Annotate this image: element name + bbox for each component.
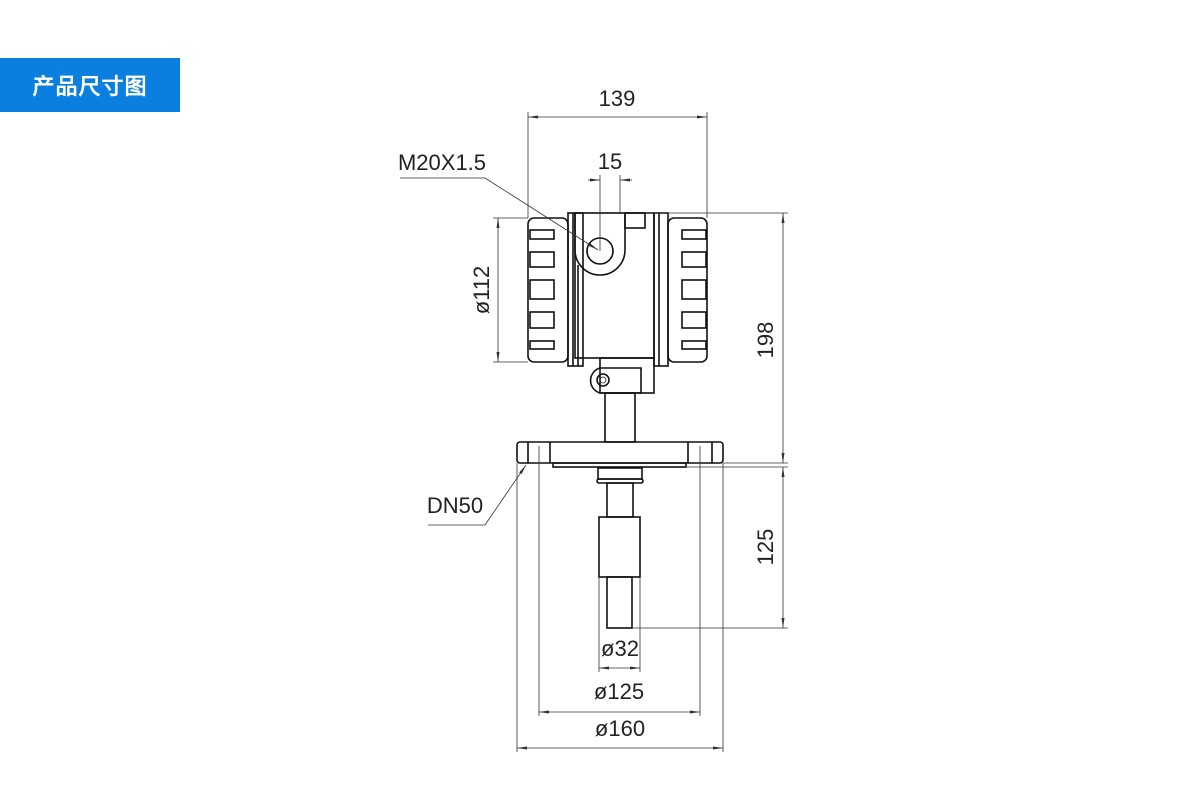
- dim-overall-width: 139: [599, 86, 636, 111]
- dim-bolt-circle-diameter: ø125: [594, 679, 644, 704]
- dim-thread-spec: M20X1.5: [398, 150, 486, 175]
- dim-housing-height: 198: [753, 322, 778, 359]
- transmitter-housing: [527, 212, 708, 443]
- dim-probe-length: 125: [753, 529, 778, 566]
- cover-fins-right: [681, 229, 707, 350]
- dim-probe-diameter: ø32: [601, 636, 639, 661]
- dim-cover-diameter: ø112: [469, 266, 494, 315]
- dim-flange-diameter: ø160: [595, 716, 645, 741]
- dim-flange-size: DN50: [427, 493, 483, 518]
- dim-thread-spacing: 15: [598, 149, 622, 174]
- section-title-banner: 产品尺寸图: [0, 58, 180, 112]
- flange-and-probe: [516, 441, 724, 629]
- ground-bolt-icon: [596, 373, 610, 387]
- dimension-labels: 139 15 M20X1.5 ø112 198 DN50 125 ø32 ø12…: [398, 86, 778, 741]
- cover-fins-left: [529, 229, 555, 350]
- dimension-lines: [400, 112, 788, 752]
